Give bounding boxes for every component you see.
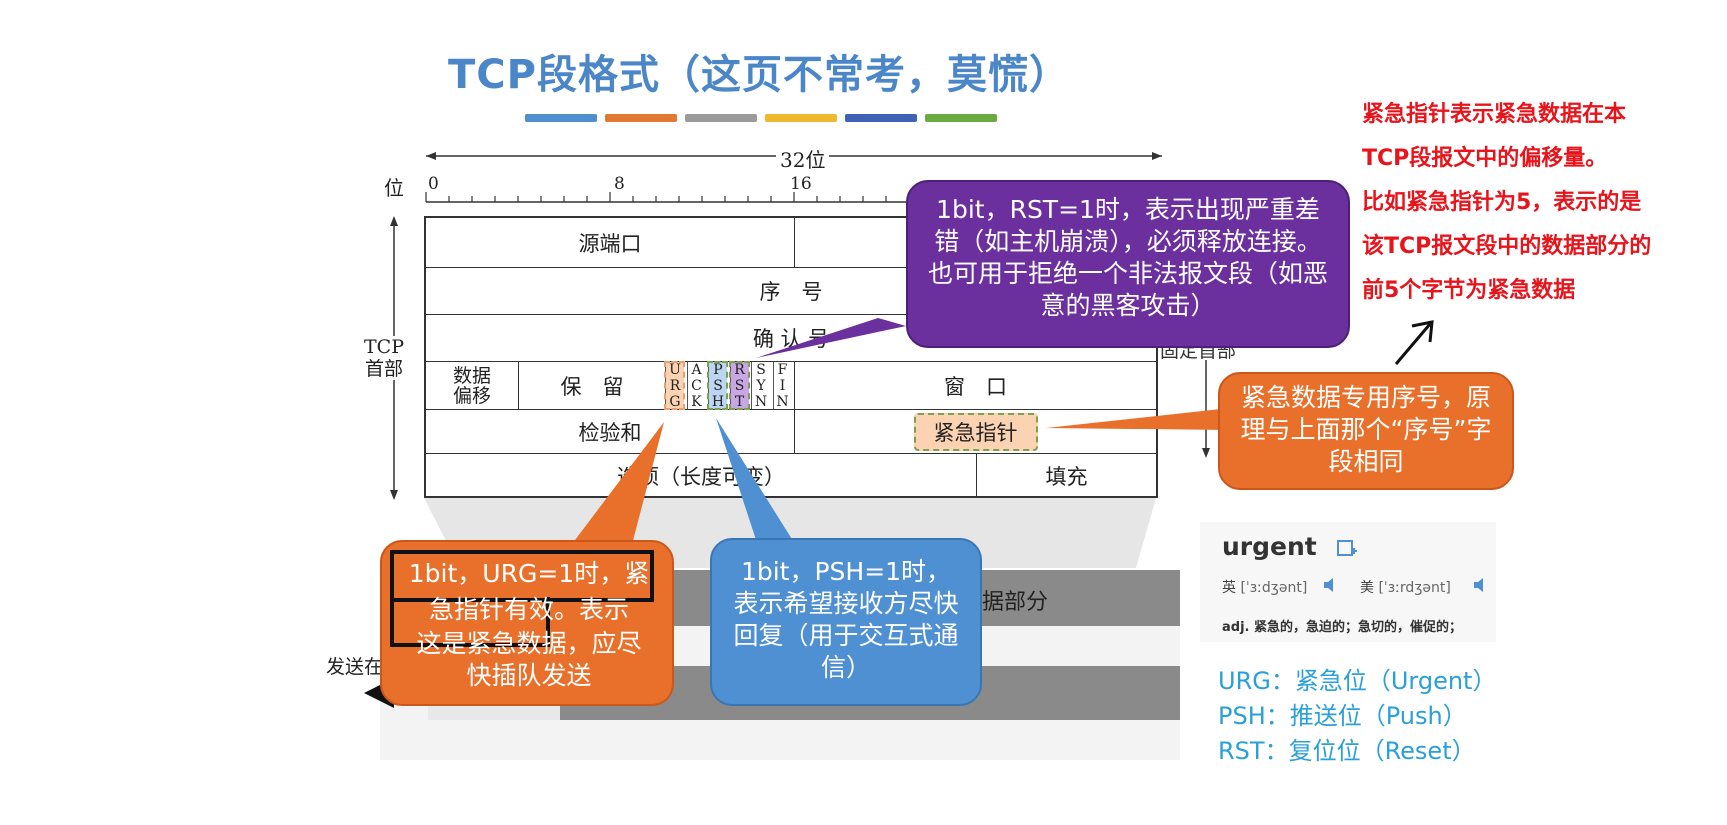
- flag-legend: URG：紧急位（Urgent） PSH：推送位（Push） RST：复位位（Re…: [1218, 664, 1496, 769]
- color-bar-segment: [605, 114, 677, 122]
- legend-rst: RST：复位位（Reset）: [1218, 737, 1476, 765]
- tick-label-0: 0: [428, 174, 439, 194]
- urgent-ptr-cell: 紧急指针: [794, 410, 1156, 453]
- color-bar-segment: [685, 114, 757, 122]
- color-bar-segment: [765, 114, 837, 122]
- legend-psh: PSH：推送位（Push）: [1218, 702, 1467, 730]
- uk-label: 英: [1222, 580, 1236, 596]
- note-line-1: 紧急指针表示紧急数据在本: [1362, 102, 1627, 127]
- flag-fin: FIN: [772, 361, 791, 410]
- speaker-icon-uk[interactable]: [1322, 576, 1340, 594]
- note-line-4: 该TCP报文段中的数据部分的: [1362, 234, 1652, 259]
- urgent-seq-callout: 紧急数据专用序号，原理与上面那个“序号”字段相同: [1218, 372, 1514, 490]
- note-line-2: TCP段报文中的偏移量。: [1362, 146, 1608, 171]
- urg-callout: 1bit，URG=1时，紧 急指针有效。表示 这是紧急数据，应尽快插队发送: [380, 540, 674, 706]
- us-phonetic: [ˈɜːrdʒənt]: [1378, 580, 1451, 596]
- note-line-3: 比如紧急指针为5，表示的是: [1362, 190, 1642, 215]
- dictionary-card: urgent 英 [ˈɜːdʒənt] 美 [ˈɜːrdʒənt] adj. 紧…: [1200, 522, 1496, 642]
- flag-psh: PSH: [707, 361, 728, 410]
- color-bar-segment: [525, 114, 597, 122]
- checksum-cell: 检验和: [578, 420, 642, 445]
- row-checksum: 检验和 紧急指针: [426, 410, 1156, 454]
- data-offset-cell: 数据 偏移: [452, 364, 491, 407]
- dict-uk: 英 [ˈɜːdʒənt]: [1222, 577, 1307, 597]
- us-label: 美: [1360, 580, 1374, 596]
- urg-line-2b: 表示: [579, 595, 630, 624]
- note-line-5: 前5个字节为紧急数据: [1362, 278, 1576, 303]
- up-arrow-icon: [1394, 320, 1434, 365]
- flag-urg: URG: [664, 361, 685, 410]
- seq-cell: 序 号: [759, 280, 823, 304]
- window-cell: 窗 口: [794, 362, 1156, 409]
- urg-highlight-box-2: [390, 597, 550, 647]
- fixed-header-arrow: [1202, 360, 1210, 458]
- rst-callout: 1bit，RST=1时，表示出现严重差错（如主机崩溃），必须释放连接。也可用于拒…: [906, 180, 1350, 348]
- width-label: 32位: [776, 144, 830, 173]
- urgent-ptr-label: 紧急指针: [913, 412, 1038, 451]
- dict-us: 美 [ˈɜːrdʒənt]: [1360, 577, 1451, 597]
- color-bar-segment: [925, 114, 997, 122]
- flag-rst: RST: [728, 361, 750, 410]
- urg-line-2: 急指针有效。表示: [396, 594, 662, 626]
- bookmark-icon[interactable]: [1336, 538, 1358, 560]
- urg-line-2a: 急指针有效。: [428, 595, 579, 624]
- tick-label-8: 8: [614, 174, 625, 194]
- bit-label: 位: [384, 176, 404, 200]
- urg-line-3: 这是紧急数据，应尽快插队发送: [416, 629, 642, 690]
- src-port-cell: 源端口: [578, 231, 642, 256]
- dst-port-cell: [794, 218, 1156, 267]
- row-seq: 序 号: [426, 268, 1156, 315]
- tcp-header-label: TCP 首部: [364, 336, 404, 380]
- dict-word: urgent: [1222, 532, 1317, 561]
- reserved-cell: 保 留: [518, 362, 665, 409]
- speaker-icon-us[interactable]: [1472, 576, 1490, 594]
- send-label: 发送在: [326, 656, 384, 678]
- psh-callout: 1bit，PSH=1时，表示希望接收方尽快回复（用于交互式通信）: [710, 538, 982, 706]
- dict-definition: adj. 紧急的，急迫的；急切的，催促的；: [1222, 620, 1462, 635]
- urg-highlight-box: [390, 550, 654, 602]
- color-bar-segment: [845, 114, 917, 122]
- urgent-pointer-note: 紧急指针表示紧急数据在本 TCP段报文中的偏移量。 比如紧急指针为5，表示的是 …: [1362, 93, 1722, 313]
- padding-cell: 填充: [976, 454, 1156, 498]
- uk-phonetic: [ˈɜːdʒənt]: [1240, 580, 1308, 596]
- legend-urg: URG：紧急位（Urgent）: [1218, 667, 1497, 695]
- tick-label-16: 16: [790, 174, 812, 194]
- page-title: TCP段格式（这页不常考，莫慌）: [448, 52, 1070, 98]
- flag-syn: SYN: [751, 361, 769, 410]
- row-ports: 源端口: [426, 218, 1156, 268]
- urg-line-1: 1bit，URG=1时，紧: [408, 559, 650, 588]
- flag-ack: ACK: [686, 361, 705, 410]
